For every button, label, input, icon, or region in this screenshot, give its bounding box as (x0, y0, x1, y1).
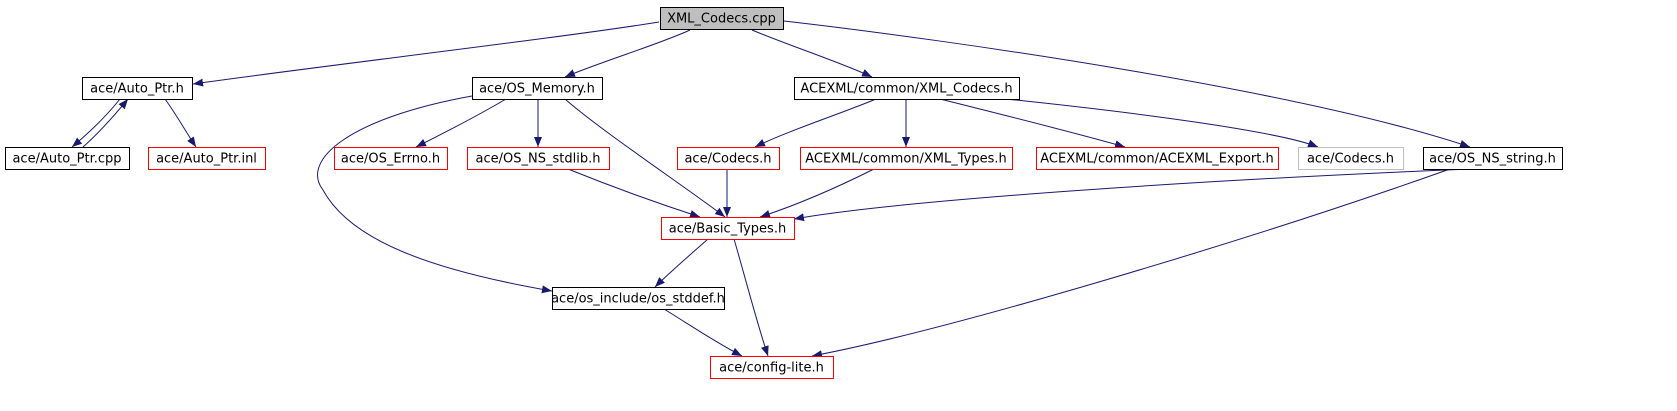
edges-layer (71, 20, 1471, 359)
edge-auto_ptr_h-to-auto_ptr_inl (164, 98, 197, 148)
edge-xml_codecs_cpp-to-auto_ptr_h (192, 21, 660, 87)
edge-os_ns_string_h-to-basic_types_h (793, 168, 1471, 222)
node-acexml_xml_codecs_h[interactable]: ACEXML/common/XML_Codecs.h (794, 77, 1020, 100)
edge-xml_codecs_cpp-to-os_memory_h (564, 29, 691, 78)
node-codecs_h_red[interactable]: ace/Codecs.h (677, 147, 780, 170)
node-box (552, 287, 725, 310)
node-os_stddef_h[interactable]: ace/os_include/os_stddef.h (551, 287, 725, 310)
node-box (1423, 147, 1563, 170)
node-label: ace/Codecs.h (1307, 152, 1394, 167)
node-os_ns_string_h[interactable]: ace/OS_NS_string.h (1423, 147, 1563, 170)
edge-auto_ptr_h-to-auto_ptr_cpp (71, 98, 121, 148)
node-label: ace/Auto_Ptr.h (90, 82, 184, 97)
edge-os_memory_h-to-os_stddef_h (317, 95, 553, 294)
node-label: ace/OS_Memory.h (479, 82, 595, 97)
node-os_errno_h[interactable]: ace/OS_Errno.h (334, 147, 448, 170)
node-auto_ptr_cpp[interactable]: ace/Auto_Ptr.cpp (5, 147, 130, 170)
edge-auto_ptr_cpp-to-auto_ptr_h (82, 98, 129, 148)
edge-xml_codecs_cpp-to-acexml_xml_codecs_h (751, 29, 873, 78)
node-box (467, 147, 610, 170)
node-acexml_export_h[interactable]: ACEXML/common/ACEXML_Export.h (1036, 147, 1279, 170)
node-box (472, 77, 603, 100)
node-label: ace/os_include/os_stddef.h (551, 292, 725, 307)
edge-xml_codecs_cpp-to-os_ns_string_h (783, 20, 1471, 148)
node-auto_ptr_h[interactable]: ace/Auto_Ptr.h (82, 77, 193, 100)
node-box (82, 77, 193, 100)
node-basic_types_h[interactable]: ace/Basic_Types.h (661, 217, 795, 240)
node-label: ace/config-lite.h (719, 361, 824, 376)
edge-xml_types_h-to-basic_types_h (759, 168, 875, 218)
node-xml_types_h[interactable]: ACEXML/common/XML_Types.h (800, 147, 1013, 170)
node-label: ace/OS_NS_string.h (1429, 152, 1556, 167)
edge-acexml_xml_codecs_h-to-codecs_h_red (754, 98, 877, 148)
edge-os_ns_stdlib_h-to-basic_types_h (567, 168, 701, 218)
node-xml_codecs_cpp[interactable]: XML_Codecs.cpp (660, 7, 784, 30)
node-config_lite_h[interactable]: ace/config-lite.h (710, 356, 834, 379)
node-box (660, 7, 784, 30)
edge-os_stddef_h-to-config_lite_h (663, 308, 743, 357)
edge-os_memory_h-to-os_errno_h (415, 98, 507, 148)
node-label: XML_Codecs.cpp (667, 12, 776, 27)
node-label: ace/OS_Errno.h (341, 152, 440, 167)
edge-os_ns_string_h-to-config_lite_h (811, 168, 1451, 359)
node-box (1036, 147, 1279, 170)
node-box (661, 217, 795, 240)
node-box (800, 147, 1013, 170)
edge-os_memory_h-to-basic_types_h (564, 98, 726, 218)
edge-basic_types_h-to-config_lite_h (733, 238, 769, 357)
node-os_ns_stdlib_h[interactable]: ace/OS_NS_stdlib.h (467, 147, 610, 170)
node-box (710, 356, 834, 379)
node-auto_ptr_inl[interactable]: ace/Auto_Ptr.inl (148, 147, 266, 170)
node-label: ace/Auto_Ptr.cpp (12, 152, 121, 167)
node-box (334, 147, 448, 170)
edge-acexml_xml_codecs_h-to-acexml_export_h (939, 98, 1126, 149)
node-label: ace/OS_NS_stdlib.h (476, 152, 601, 167)
node-label: ace/Auto_Ptr.inl (156, 152, 257, 167)
node-label: ace/Codecs.h (684, 152, 771, 167)
node-label: ACEXML/common/XML_Codecs.h (800, 82, 1012, 97)
node-codecs_h_gray: ace/Codecs.h (1298, 147, 1404, 170)
edge-acexml_xml_codecs_h-to-codecs_h_gray (1005, 98, 1319, 148)
node-box (148, 147, 266, 170)
node-label: ace/Basic_Types.h (669, 222, 786, 237)
edge-basic_types_h-to-os_stddef_h (654, 238, 709, 288)
node-os_memory_h[interactable]: ace/OS_Memory.h (472, 77, 603, 100)
node-box (5, 147, 130, 170)
node-label: ACEXML/common/XML_Types.h (805, 152, 1007, 167)
nodes-layer: XML_Codecs.cpp ace/Auto_Ptr.h ace/OS_Memor… (5, 7, 1563, 379)
node-box (794, 77, 1020, 100)
node-box (677, 147, 780, 170)
node-box (1298, 147, 1404, 170)
node-label: ACEXML/common/ACEXML_Export.h (1040, 152, 1273, 167)
